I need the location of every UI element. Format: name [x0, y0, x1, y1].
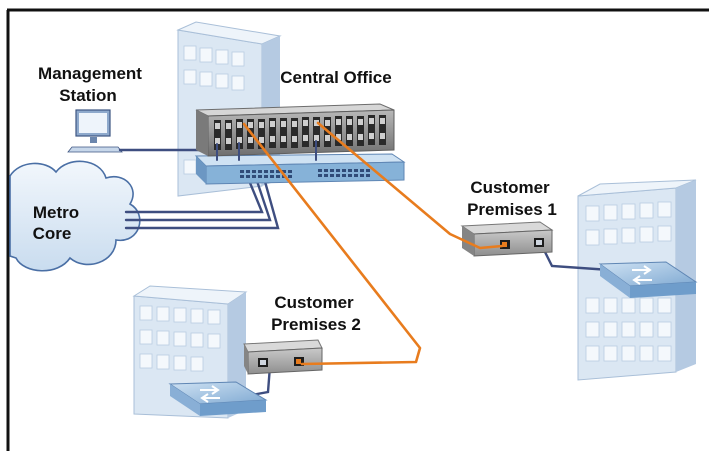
media-converter-icon	[460, 221, 554, 257]
management-station-label-line2: Station	[59, 86, 117, 105]
customer-premises-2-label-line1: Customer	[274, 293, 354, 312]
label-metro-core: Metro Core	[33, 203, 80, 243]
fiber-cable	[242, 122, 422, 366]
customer-premises-1-label-line1: Customer	[470, 178, 550, 197]
switch-icon	[194, 153, 406, 185]
diagram-frame	[6, 8, 709, 451]
copper-cable	[124, 176, 280, 230]
metro-core-label-line2: Core	[33, 224, 72, 243]
metro-core-label-line1: Metro	[33, 203, 79, 222]
fiber-cable	[316, 121, 504, 250]
copper-cable	[542, 248, 612, 272]
customer-premises-2-label-line2: Premises 2	[271, 315, 361, 334]
switch-icon	[598, 261, 698, 298]
management-station-label-line1: Management	[38, 64, 142, 83]
label-management-station: Management Station	[38, 64, 142, 105]
central-office-label: Central Office	[280, 68, 391, 87]
copper-cable	[124, 176, 264, 214]
label-customer-premises-2: Customer Premises 2	[271, 293, 361, 334]
copper-cable	[124, 176, 272, 222]
cloud-icon	[9, 160, 141, 272]
computer-icon	[67, 109, 123, 153]
label-customer-premises-1: Customer Premises 1	[467, 178, 557, 219]
switch-icon	[168, 381, 268, 416]
customer-premises-1-label-line2: Premises 1	[467, 200, 557, 219]
chassis-icon	[195, 103, 395, 157]
media-converter-icon	[243, 339, 323, 375]
